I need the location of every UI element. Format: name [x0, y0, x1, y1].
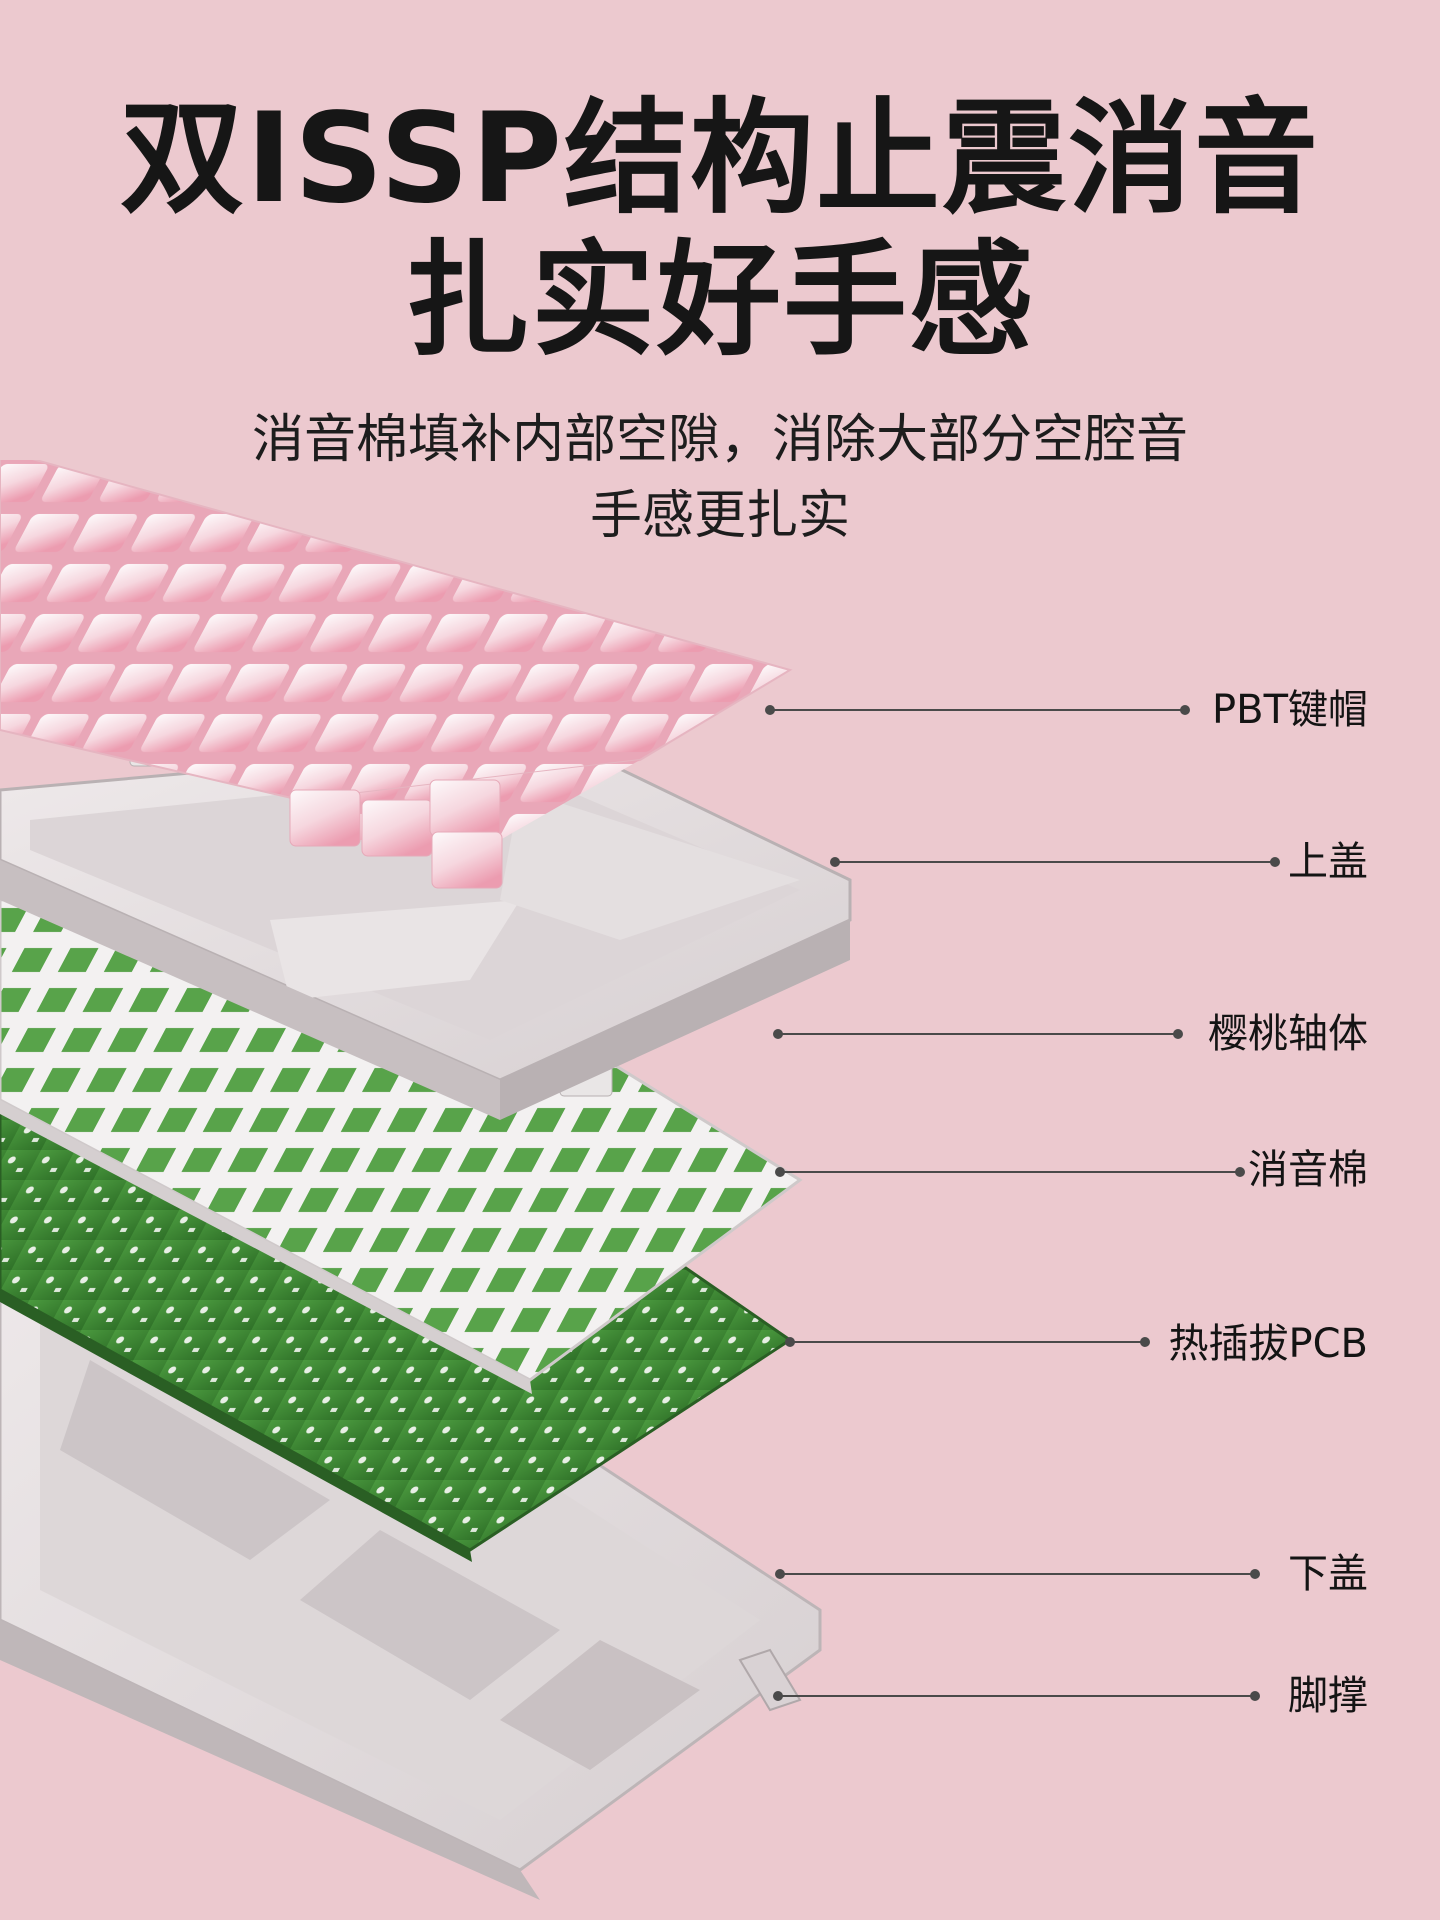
callout-top-case: 上盖	[1288, 839, 1368, 885]
callout-leader-dot	[1235, 1167, 1245, 1177]
callout-hot-swap-pcb: 热插拔PCB	[1168, 1321, 1369, 1367]
callout-leader-dot	[785, 1337, 795, 1347]
top-case	[0, 738, 852, 1120]
callout-leader-dot	[1140, 1337, 1150, 1347]
callout-foam: 消音棉	[1248, 1147, 1368, 1193]
callout-leader-dot	[1250, 1569, 1260, 1579]
callout-leader-dot	[773, 1029, 783, 1039]
headline-line-2: 扎实好手感	[404, 229, 1035, 373]
callout-kickstand: 脚撑	[1288, 1673, 1368, 1719]
exploded-keyboard-illustration	[0, 460, 1280, 1900]
subheadline-line-1: 消音棉填补内部空隙，消除大部分空腔音	[251, 410, 1188, 470]
callout-pbt-keycaps: PBT键帽	[1212, 687, 1368, 733]
callout-leader-dot	[1180, 705, 1190, 715]
pbt-keycaps	[0, 460, 793, 889]
headline-line-1: 双ISSP结构止震消音	[119, 87, 1321, 231]
subheadline-line-2: 手感更扎实	[589, 486, 850, 546]
subheadline: 消音棉填补内部空隙，消除大部分空腔音 手感更扎实	[0, 402, 1440, 554]
callout-leader-dot	[1250, 1691, 1260, 1701]
callout-leader-dot	[773, 1691, 783, 1701]
callout-leader-dot	[765, 705, 775, 715]
callout-bottom-case: 下盖	[1288, 1551, 1368, 1597]
callout-leader-dot	[1270, 857, 1280, 867]
callout-cherry-switches: 樱桃轴体	[1208, 1011, 1368, 1057]
callout-leader-dot	[1173, 1029, 1183, 1039]
callout-leader-dot	[775, 1167, 785, 1177]
callout-leader-dot	[830, 857, 840, 867]
callout-leaders	[765, 705, 1280, 1701]
callout-leader-dot	[775, 1569, 785, 1579]
headline: 双ISSP结构止震消音 扎实好手感	[0, 88, 1440, 372]
